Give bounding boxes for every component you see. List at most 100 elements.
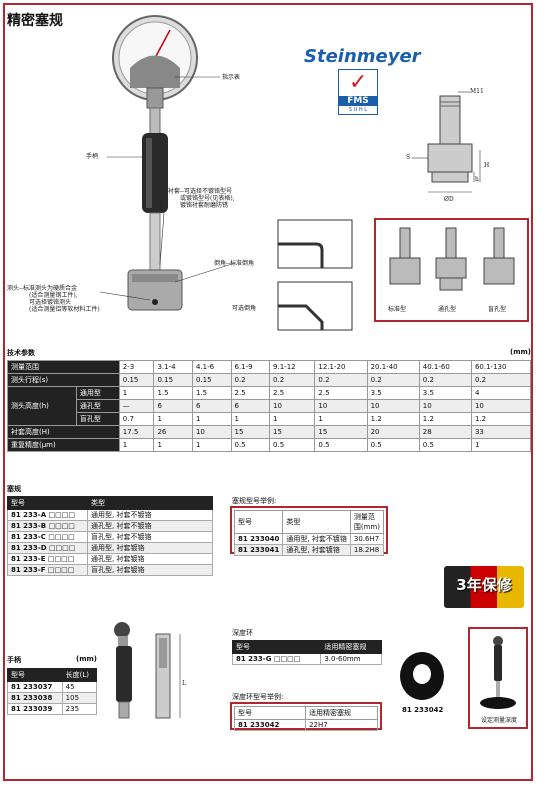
table-cell: 通用型, 衬套镀铬 [87, 542, 213, 554]
spec-cell: 6 [153, 399, 193, 413]
table-cell: 盲孔型, 衬套镀铬 [87, 564, 213, 576]
spec-cell: 0.15 [153, 373, 193, 387]
spec-cell: 4 [470, 386, 532, 400]
h-small-label: h [475, 176, 479, 183]
table-row: 81 233-B □□□□通孔型, 衬套不镀铬 [7, 520, 213, 532]
spec-row-label: 重复精度(μm) [7, 438, 120, 452]
spec-cell: 1.2 [418, 412, 472, 426]
spec-cell: 0.2 [418, 373, 472, 387]
spec-row-label: 测量范围 [7, 360, 120, 374]
spec-cell: 1 [470, 438, 532, 452]
table-row: 81 233-A □□□□通用型, 衬套不镀铬 [7, 509, 213, 521]
table-cell: 81 233042 [233, 719, 307, 731]
type-through: 通孔型 [438, 306, 457, 313]
spec-cell: 1 [314, 412, 368, 426]
table-cell: 通孔型, 衬套镀铬 [282, 544, 351, 556]
spec-cell: 10 [470, 399, 532, 413]
table-row: 81 233-D □□□□通用型, 衬套镀铬 [7, 542, 213, 554]
spec-cell: 10 [269, 399, 316, 413]
table-cell: 通用型, 衬套不镀铬 [282, 533, 351, 545]
spec-cell: 20.1-40 [366, 360, 420, 374]
spec-cell: 10 [314, 399, 368, 413]
spec-cell: 2.5 [269, 386, 316, 400]
ring-example-title: 深度环型号举例: [232, 693, 284, 701]
spec-cell: 1 [153, 412, 193, 426]
spec-cell: 60.1-130 [470, 360, 532, 374]
table-cell: 81 233038 [7, 692, 63, 704]
spec-cell: 6 [191, 399, 232, 413]
spec-cell: 0.2 [230, 373, 271, 387]
gauge-table-title: 塞规 [7, 485, 21, 493]
table-cell: 81 233041 [233, 544, 284, 556]
spec-cell: 40.1-60 [418, 360, 472, 374]
spec-cell: 3.5 [418, 386, 472, 400]
check-icon: ✓ [349, 70, 368, 95]
spec-cell: 20 [366, 425, 420, 439]
spec-sub-label: 盲孔型 [75, 412, 120, 426]
spec-cell: 0.7 [118, 412, 155, 426]
spec-cell: 4.1-6 [191, 360, 232, 374]
spec-sub-label: 通孔型 [75, 399, 120, 413]
table-cell: 235 [61, 703, 98, 715]
spec-cell: 0.15 [118, 373, 155, 387]
table-cell: 18.2H8 [349, 544, 385, 556]
handle-table-unit: (mm) [76, 655, 97, 663]
chamfer-callout: 倒角--标准倒角 [214, 260, 255, 267]
ring-model-label: 81 233042 [402, 706, 444, 714]
depth-setting-caption: 设定测量深度 [480, 717, 517, 724]
spec-cell: 9.1-12 [269, 360, 316, 374]
spec-cell: 0.2 [269, 373, 316, 387]
probe-types-box: 标准型 通孔型 盲孔型 [374, 218, 529, 322]
sleeve-callout: 衬套--可选择不镀铬型号 或镀铬型号(见表格), 镀铬衬套耐磨防锈 [168, 188, 235, 209]
spec-cell: 0.2 [366, 373, 420, 387]
steinmeyer-logo: Steinmeyer ✓ FMS S U H L [304, 46, 421, 115]
spec-cell: 1 [118, 386, 155, 400]
handle-callout: 手柄 [86, 153, 99, 160]
table-cell: 3.0-60mm [320, 653, 382, 665]
h-large-label: H [484, 162, 490, 169]
example-table-title: 塞规型号举例: [232, 497, 277, 505]
s-label: S [406, 154, 411, 161]
spec-cell: 17.5 [118, 425, 155, 439]
spec-row-label: 衬套高度(H) [7, 425, 120, 439]
spec-cell: 0.5 [314, 438, 368, 452]
table-cell: 22H7 [305, 719, 378, 731]
spec-cell: 2.5 [230, 386, 271, 400]
table-cell: 81 233-A □□□□ [7, 509, 88, 521]
spec-cell: 1 [191, 438, 232, 452]
table-cell: 通孔型, 衬套镀铬 [87, 553, 213, 565]
table-cell: 105 [61, 692, 98, 704]
spec-row-label: 测头行程(s) [7, 373, 120, 387]
probe-callout: 测头--标准测头为硬质合金 (适合测量钢工件), 可选择镀铬测头 (适合测量铝等… [7, 285, 100, 313]
spec-sub-label: 通用型 [75, 386, 120, 400]
table-cell: 81 233-D □□□□ [7, 542, 88, 554]
depth-setting-box: 设定测量深度 [468, 627, 528, 729]
chamfer-details [277, 219, 353, 331]
spec-cell: 15 [230, 425, 271, 439]
table-row: 81 233-E □□□□通孔型, 衬套镀铬 [7, 553, 213, 565]
table-cell: 通用型, 衬套不镀铬 [87, 509, 213, 521]
specs-unit: (mm) [510, 348, 531, 356]
spec-cell: 1 [230, 412, 271, 426]
table-cell: 盲孔型, 衬套不镀铬 [87, 531, 213, 543]
bore-gauge-illustration [112, 15, 198, 311]
fms-badge: ✓ FMS S U H L [338, 69, 378, 115]
spec-cell: 10 [418, 399, 472, 413]
depth-setting-illustration [480, 636, 516, 709]
table-cell: 81 233-B □□□□ [7, 520, 88, 532]
spec-cell: 0.5 [366, 438, 420, 452]
